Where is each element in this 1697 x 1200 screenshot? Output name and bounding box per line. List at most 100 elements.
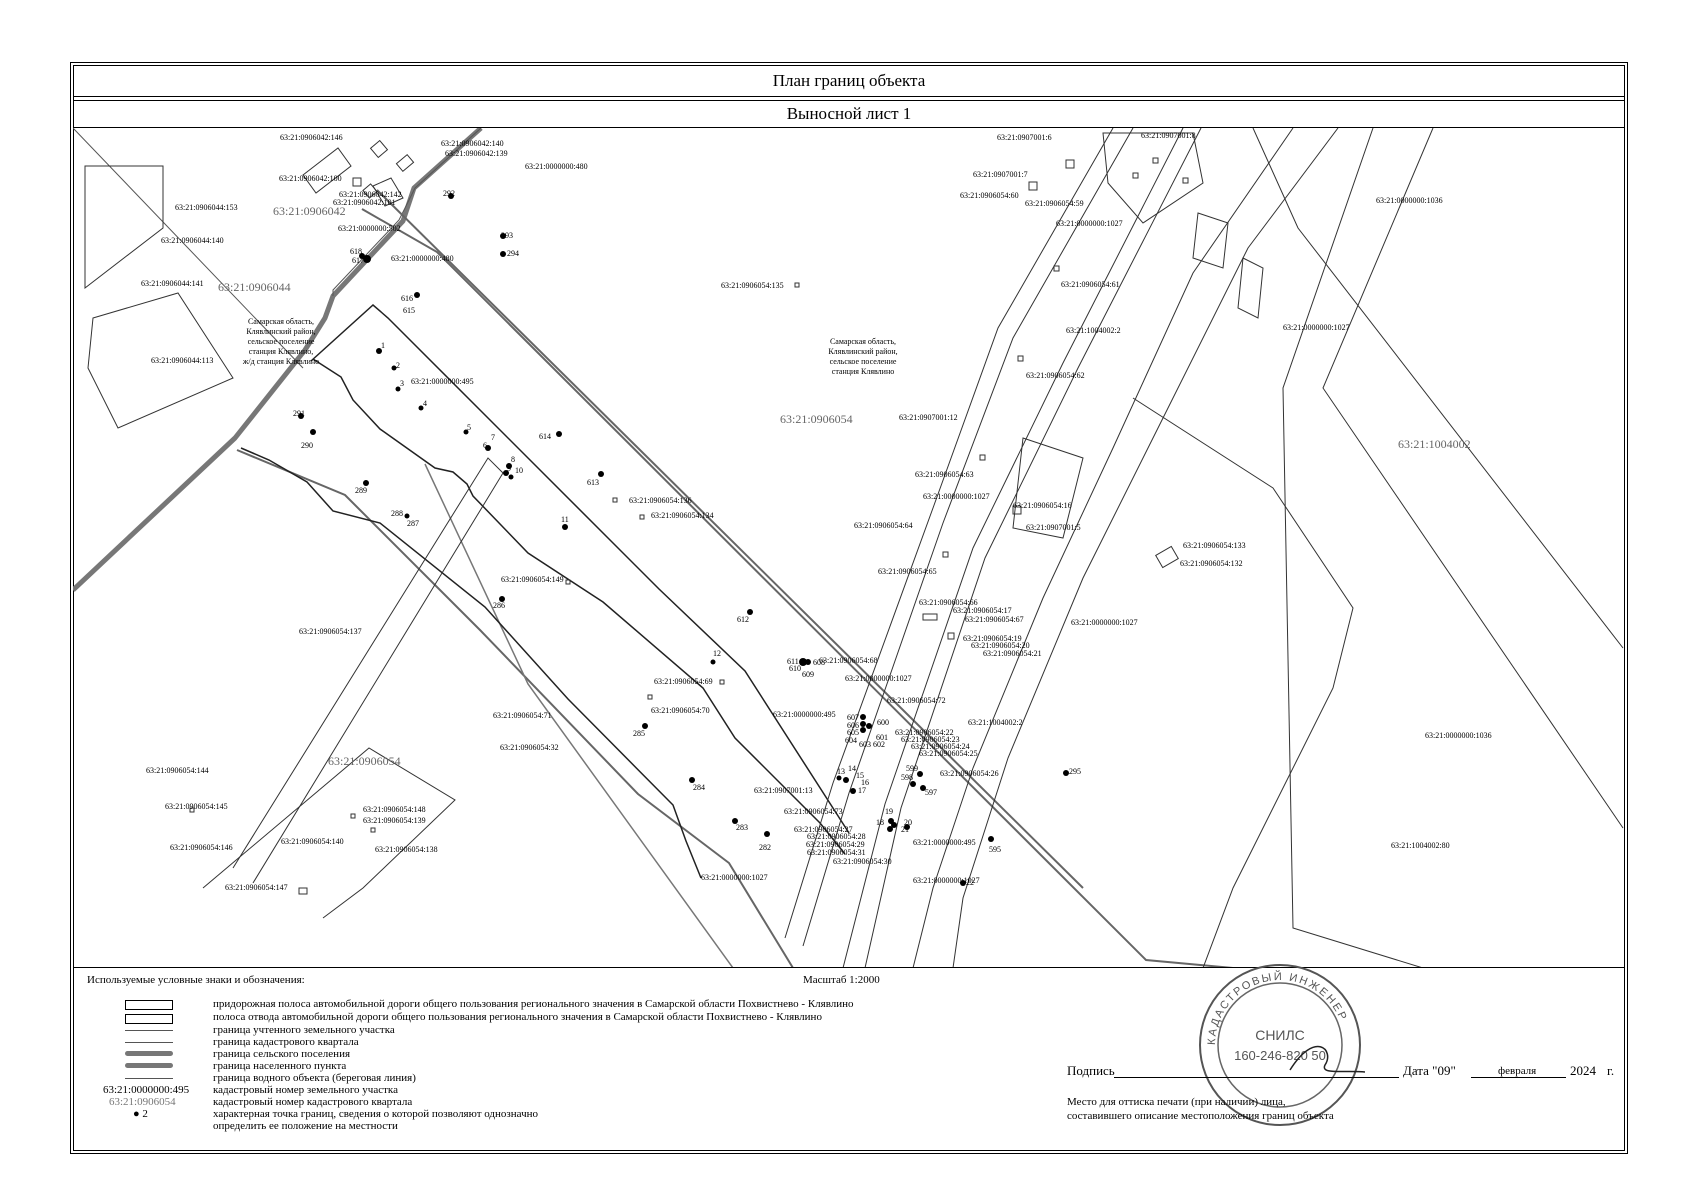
point-618: 618	[350, 247, 362, 256]
rail-corridor-4	[864, 128, 1202, 967]
parcel-label: 63:21:0906054:149	[501, 575, 564, 584]
svg-text:станция Клявлино: станция Клявлино	[832, 367, 894, 376]
point-606: 606	[847, 721, 859, 730]
point-14: 14	[848, 764, 856, 773]
parcel-label: 63:21:0906042:139	[445, 149, 508, 158]
house-4	[352, 177, 362, 187]
quarter-label-0906054-a: 63:21:0906054	[780, 412, 853, 426]
shed-block-1	[1192, 212, 1229, 269]
parcel-label: 63:21:0906054:30	[833, 857, 892, 866]
parcel-label: 63:21:0906054:73	[784, 807, 843, 816]
point-16: 16	[861, 778, 869, 787]
point-17: 17	[858, 786, 866, 795]
engineer-stamp: КАДАСТРОВЫЙ ИНЖЕНЕР СНИЛС 160-246-820 50	[1195, 960, 1366, 1130]
point-284: 284	[693, 783, 705, 792]
parcel-label: 63:21:0906054:136	[629, 496, 692, 505]
parcel-label: 63:21:0906042:101	[333, 198, 396, 207]
parcel-label: 63:21:0906042:142	[339, 190, 402, 199]
parcel-label: 63:21:0906054:64	[854, 521, 913, 530]
point-22: 22	[966, 878, 974, 887]
point-labels: 1 2 3 4 5 6 7 8 9 10 11 12 13 14 15 16 1…	[293, 189, 1081, 887]
parcel-495-boundary-3	[240, 447, 702, 879]
legend-item-parcel-number: кадастровый номер земельного участка	[213, 1084, 398, 1096]
point-19: 19	[885, 807, 893, 816]
parcel-label: 63:21:0906054:138	[375, 845, 438, 854]
point-617: 617	[352, 256, 364, 265]
legend-item-quarter-number: кадастровый номер кадастрового квартала	[213, 1096, 413, 1108]
parcel-label: 63:21:1004002:2	[968, 718, 1023, 727]
station-building	[1102, 132, 1204, 224]
parcel-label: 63:21:0906054:17	[953, 606, 1012, 615]
address-left: Самарская область, Клявлинский район, се…	[242, 317, 319, 366]
rail-corridor-6	[952, 128, 1339, 967]
point-289: 289	[355, 486, 367, 495]
legend-settlement-boundary-symbol	[125, 1051, 173, 1056]
point-286: 286	[493, 601, 505, 610]
parcel-label: 63:21:0906044:113	[151, 356, 213, 365]
legend-item-roadside-strip: придорожная полоса автомобильной дороги …	[213, 998, 854, 1010]
legend-roadside-strip-symbol	[125, 1000, 173, 1010]
date-prefix: Дата "09"	[1403, 1063, 1456, 1078]
quarter-label-0906042: 63:21:0906042	[273, 204, 346, 218]
parcel-label: 63:21:0906054:60	[960, 191, 1019, 200]
parcel-label: 63:21:0000000:495	[773, 710, 836, 719]
parcel-label: 63:21:0906054:68	[819, 656, 878, 665]
point-15: 15	[856, 771, 864, 780]
parcel-label: 63:21:0000000:1027	[1071, 618, 1138, 627]
parcel-0906054-16-block	[1012, 437, 1084, 539]
parcel-label: 63:21:0906054:32	[500, 743, 559, 752]
date-month: февраля	[1498, 1065, 1537, 1077]
point-616: 616	[401, 294, 413, 303]
house-2	[395, 153, 415, 173]
signature-row: Подпись	[1067, 1063, 1115, 1079]
point-293: 293	[501, 231, 513, 240]
parcel-1036-boundary-2	[1282, 128, 1422, 967]
parcel-label: 63:21:0906054:69	[654, 677, 713, 686]
legend-water-boundary-symbol	[125, 1078, 173, 1079]
legend-item-right-of-way: полоса отвода автомобильной дороги общег…	[213, 1011, 822, 1023]
road-strip-line-4	[424, 463, 734, 967]
point-605: 605	[847, 728, 859, 737]
signature-field[interactable]	[1114, 1077, 1399, 1078]
point-288: 288	[391, 509, 403, 518]
parcel-label: 63:21:0906054:66	[919, 598, 978, 607]
point-2: 2	[396, 361, 400, 370]
parcel-label: 63:21:0000000:1027	[845, 674, 912, 683]
settlement-boundary-2	[332, 128, 482, 296]
map-canvas[interactable]: 1 2 3 4 5 6 7 8 9 10 11 12 13 14 15 16 1…	[73, 128, 1625, 968]
svg-text:Клявлинский район,: Клявлинский район,	[828, 347, 897, 356]
map-scale: Масштаб 1:2000	[803, 974, 880, 986]
parcel-label: 63:21:0906054:59	[1025, 199, 1084, 208]
road-strip-line-1	[376, 189, 1084, 889]
parcel-label: 63:21:0906054:24	[911, 742, 970, 751]
svg-text:ж/д станция Клявлино: ж/д станция Клявлино	[242, 357, 319, 366]
point-285: 285	[633, 729, 645, 738]
point-604: 604	[845, 736, 857, 745]
rail-corridor-3	[842, 128, 1184, 967]
point-5: 5	[467, 423, 471, 432]
parcel-label: 63:21:0906054:65	[878, 567, 937, 576]
point-609: 609	[802, 670, 814, 679]
parcel-label: 63:21:0000000:1036	[1376, 196, 1443, 205]
point-292: 292	[443, 189, 455, 198]
parcel-label: 63:21:0000000:480	[391, 254, 454, 263]
legend-parcel-number-sample: 63:21:0000000:495	[103, 1084, 190, 1096]
parcel-label: 63:21:0000000:1027	[923, 492, 990, 501]
signature-scribble	[1289, 1045, 1366, 1073]
parcel-label: 63:21:0906054:72	[887, 696, 946, 705]
small-structures	[189, 157, 1189, 895]
parcel-label: 63:21:0906044:140	[161, 236, 224, 245]
point-6: 6	[483, 441, 487, 450]
parcel-label: 63:21:0000000:1027	[1056, 219, 1123, 228]
stamp-note-line2: составившего описание местоположения гра…	[1067, 1110, 1334, 1122]
quarter-boundary-line-2	[202, 747, 456, 919]
parcel-label: 63:21:0906054:27	[794, 825, 853, 834]
parcel-label: 63:21:0906054:16	[1013, 501, 1072, 510]
point-9: 9	[507, 464, 511, 473]
signature-label: Подпись	[1067, 1063, 1115, 1078]
parcel-label: 63:21:0906054:147	[225, 883, 288, 892]
cadastral-map[interactable]: 1 2 3 4 5 6 7 8 9 10 11 12 13 14 15 16 1…	[73, 128, 1625, 968]
legend-point-sample-number: 2	[142, 1108, 148, 1120]
point-294: 294	[507, 249, 519, 258]
road-strip-line-2	[361, 208, 1234, 967]
